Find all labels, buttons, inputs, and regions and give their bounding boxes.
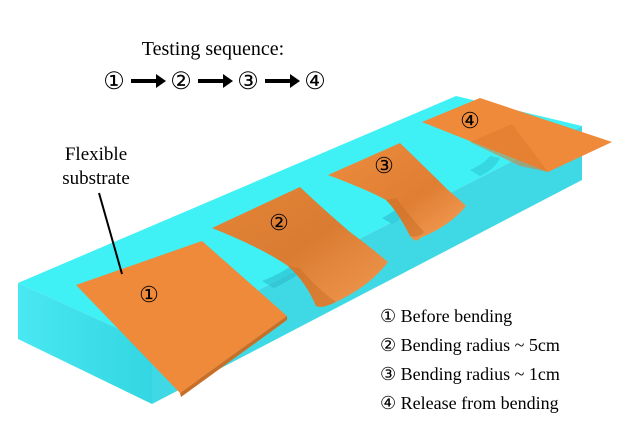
strip-2-curl-shade [288, 266, 336, 307]
sequence-step-4: ④ [304, 69, 326, 95]
callout-label-line2: substrate [62, 168, 130, 189]
sequence-row: ① ② ③ ④ [103, 69, 326, 95]
legend-item-3: ③ Bending radius ~ 1cm [380, 364, 560, 384]
legend-item-4: ④ Release from bending [380, 393, 559, 413]
legend: ① Before bending ② Bending radius ~ 5cm … [380, 306, 560, 413]
strip-4-marker: ④ [460, 108, 480, 133]
strip-2-body [212, 187, 388, 307]
sequence-step-2: ② [170, 69, 192, 95]
sequence-arrow-1 [131, 74, 166, 88]
legend-item-1: ① Before bending [380, 306, 512, 326]
strip-3 [328, 143, 466, 241]
sequence-arrow-3 [265, 74, 300, 88]
strip-1-body [76, 241, 287, 393]
sequence-title: Testing sequence: [142, 38, 284, 60]
strip-3-curl-shade [386, 198, 424, 237]
sequence-arrow-2 [198, 74, 233, 88]
strip-1-edge [180, 316, 287, 397]
strip-3-marker: ③ [374, 153, 394, 178]
strip-4 [422, 98, 612, 172]
callout-leader-line [98, 192, 123, 275]
callout-label-line1: Flexible [65, 144, 127, 165]
strip-1-marker: ① [139, 282, 159, 307]
base-front-face [18, 283, 152, 404]
legend-item-2: ② Bending radius ~ 5cm [380, 335, 560, 355]
strip-2-marker: ② [269, 210, 289, 235]
strip-2 [212, 187, 388, 307]
strip-3-body [328, 143, 466, 241]
sequence-step-3: ③ [237, 69, 259, 95]
groove-3 [470, 156, 500, 176]
strip-1 [76, 241, 287, 397]
sequence-step-1: ① [103, 69, 125, 95]
strip-4-shade [470, 124, 548, 172]
